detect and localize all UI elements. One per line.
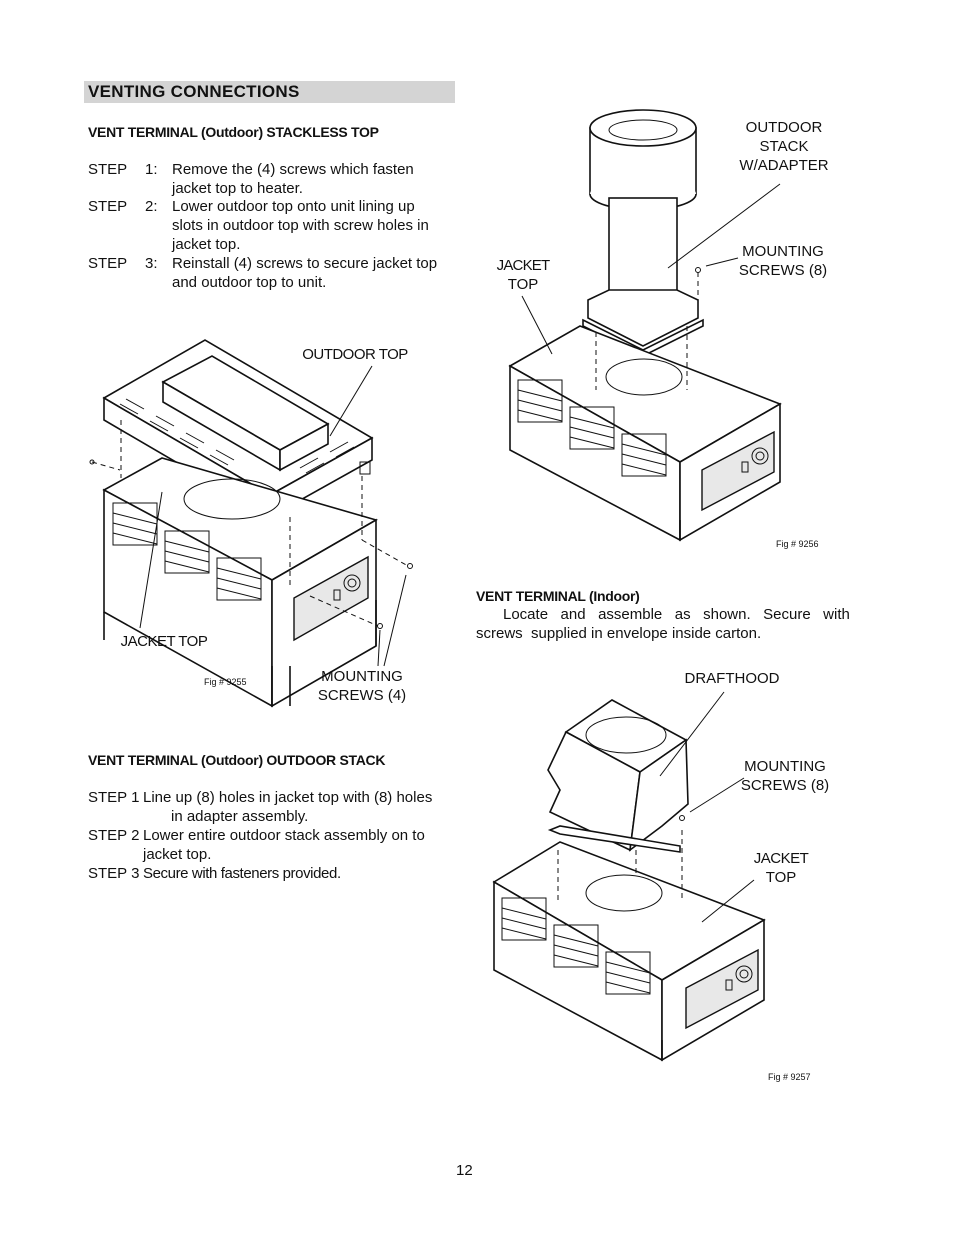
step-text-line: jacket top.: [172, 236, 241, 253]
label-mounting-screws-line1: MOUNTING: [744, 758, 826, 775]
step-number: 2:: [145, 198, 158, 215]
label-jacket-top-line2: TOP: [765, 869, 797, 886]
label-mounting-screws-line2: SCREWS (4): [317, 687, 407, 704]
step-text-line: Secure with fasteners provided.: [143, 865, 341, 882]
step-label: STEP 2: [88, 827, 140, 844]
stackless-step-1: STEP 1: Remove the (4) screws which fast…: [88, 160, 468, 200]
label-jacket-top-line1: JACKET: [753, 850, 809, 867]
figure-number-9255: Fig # 9255: [204, 677, 247, 687]
step-text-line: and outdoor top to unit.: [172, 274, 327, 291]
step-number: 3:: [145, 255, 158, 272]
stackless-step-2: STEP 2: Lower outdoor top onto unit lini…: [88, 197, 468, 257]
figure-number-9256: Fig # 9256: [776, 539, 819, 549]
label-mounting-screws-line2: SCREWS (8): [740, 777, 830, 794]
label-mounting-screws-line1: MOUNTING: [742, 243, 824, 260]
label-jacket-top: JACKET TOP: [120, 633, 208, 650]
section-title: VENTING CONNECTIONS: [88, 82, 300, 101]
step-label: STEP 3: [88, 865, 140, 882]
indoor-heading: VENT TERMINAL (Indoor): [476, 588, 640, 604]
step-text-line: in adapter assembly.: [171, 808, 309, 825]
step-text-line: Line up (8) holes in jacket top with (8)…: [143, 789, 433, 806]
step-text-line: jacket top to heater.: [172, 180, 303, 197]
label-outdoor-stack-line2: STACK: [759, 138, 809, 155]
step-text-line: Lower outdoor top onto unit lining up: [172, 198, 415, 215]
label-mounting-screws-line2: SCREWS (8): [738, 262, 828, 279]
page-number: 12: [456, 1162, 473, 1179]
label-jacket-top-line2: TOP: [507, 276, 539, 293]
figure-number-9257: Fig # 9257: [768, 1072, 811, 1082]
outdoor-stack-step-2: STEP 2 Lower entire outdoor stack assemb…: [88, 826, 458, 866]
label-jacket-top-line1: JACKET: [496, 257, 551, 274]
indoor-text-line2: screws supplied in envelope inside carto…: [476, 625, 762, 642]
label-outdoor-stack-line3: W/ADAPTER: [739, 157, 829, 174]
stackless-step-3: STEP 3: Reinstall (4) screws to secure j…: [88, 254, 468, 294]
step-label: STEP: [88, 255, 128, 272]
label-drafthood: DRAFTHOOD: [684, 670, 780, 687]
step-label: STEP: [88, 161, 128, 178]
step-text-line: Remove the (4) screws which fasten: [172, 161, 414, 178]
step-text-line: Reinstall (4) screws to secure jacket to…: [172, 255, 438, 272]
section-header-bar: [84, 81, 455, 103]
step-label: STEP: [88, 198, 128, 215]
step-number: 1:: [145, 161, 158, 178]
outdoor-stack-heading: VENT TERMINAL (Outdoor) OUTDOOR STACK: [88, 752, 386, 768]
label-mounting-screws-line1: MOUNTING: [321, 668, 403, 685]
outdoor-stack-step-1: STEP 1 Line up (8) holes in jacket top w…: [88, 788, 458, 828]
indoor-text-line1: Locate and assemble as shown. Secure wit…: [503, 606, 850, 623]
step-text-line: jacket top.: [143, 846, 212, 863]
outdoor-stack-step-3: STEP 3 Secure with fasteners provided.: [88, 864, 458, 884]
label-outdoor-top: OUTDOOR TOP: [302, 346, 408, 363]
step-label: STEP 1: [88, 789, 140, 806]
step-text-line: slots in outdoor top with screw holes in: [172, 217, 429, 234]
stackless-heading: VENT TERMINAL (Outdoor) STACKLESS TOP: [88, 124, 379, 140]
step-text-line: Lower entire outdoor stack assembly on t…: [143, 827, 425, 844]
label-outdoor-stack-line1: OUTDOOR: [745, 119, 823, 136]
